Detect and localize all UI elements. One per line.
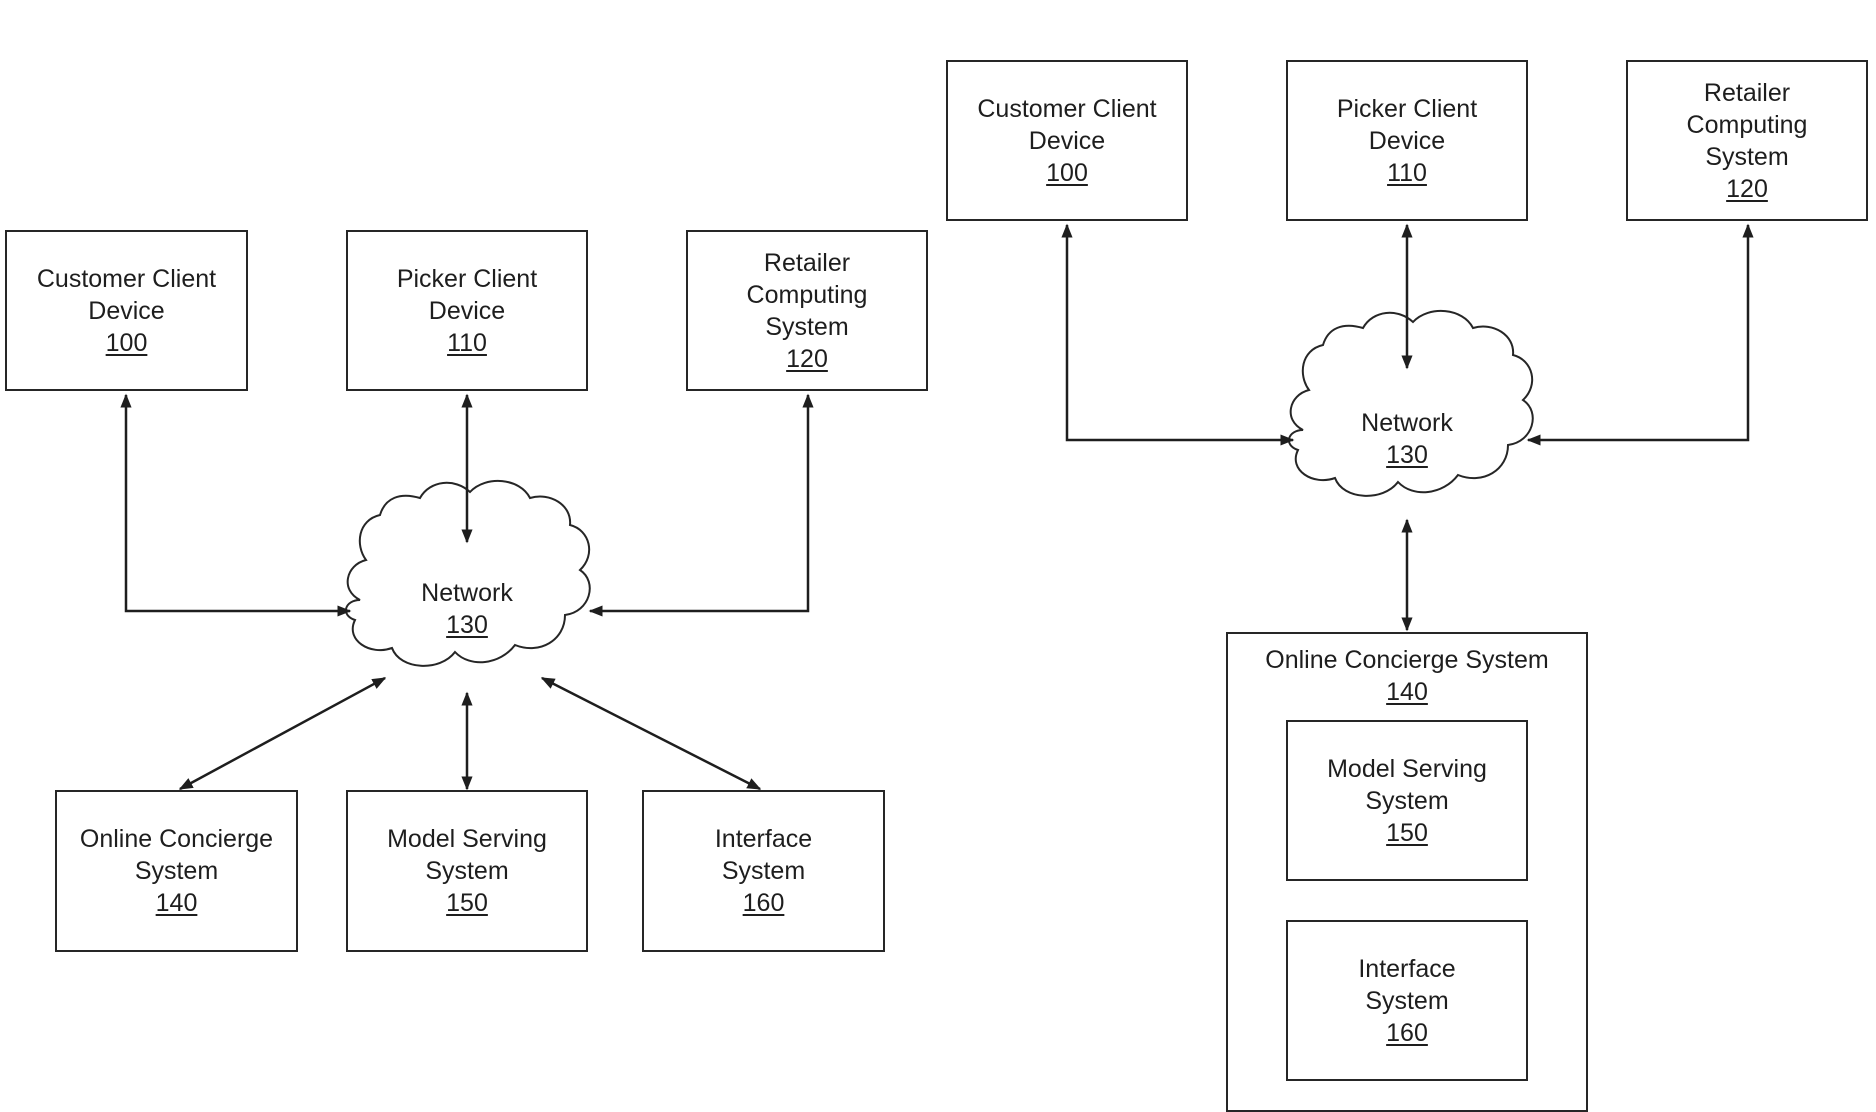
left-online-concierge-system-box: Online Concierge System 140 — [55, 790, 298, 952]
reference-number: 150 — [446, 887, 488, 919]
reference-number: 140 — [156, 887, 198, 919]
left-interface-system-box: Interface System 160 — [642, 790, 885, 952]
reference-number: 130 — [1307, 439, 1507, 471]
box-label-line: Online Concierge — [80, 823, 273, 855]
reference-number: 160 — [1386, 1017, 1428, 1049]
box-label-line: Interface — [715, 823, 812, 855]
box-label-line: System — [1365, 785, 1448, 817]
network-label-text: Network — [367, 577, 567, 609]
reference-number: 100 — [106, 327, 148, 359]
left-customer-client-device-box: Customer Client Device 100 — [5, 230, 248, 391]
box-label-line: Computing — [747, 279, 868, 311]
reference-number: 150 — [1386, 817, 1428, 849]
right-customer-client-device-box: Customer Client Device 100 — [946, 60, 1188, 221]
box-label-line: Computing — [1687, 109, 1808, 141]
left-link-retailer-network — [590, 395, 808, 611]
box-label-line: Picker Client — [397, 263, 537, 295]
box-label-line: System — [1705, 141, 1788, 173]
box-label-line: System — [722, 855, 805, 887]
right-interface-system-box: Interface System 160 — [1286, 920, 1528, 1081]
reference-number: 120 — [786, 343, 828, 375]
box-label-line: Device — [1369, 125, 1445, 157]
reference-number: 100 — [1046, 157, 1088, 189]
box-label-line: System — [425, 855, 508, 887]
right-link-retailer-network — [1528, 225, 1748, 440]
box-label-line: System — [765, 311, 848, 343]
box-label-line: Device — [88, 295, 164, 327]
left-link-network-interface — [542, 678, 760, 789]
reference-number: 110 — [1387, 157, 1427, 189]
box-label-line: Device — [1029, 125, 1105, 157]
reference-number: 140 — [1386, 676, 1428, 708]
left-retailer-computing-system-box: Retailer Computing System 120 — [686, 230, 928, 391]
box-label-line: Interface — [1358, 953, 1455, 985]
box-label-line: Customer Client — [37, 263, 216, 295]
box-label-line: Model Serving — [1327, 753, 1487, 785]
box-label-line: System — [135, 855, 218, 887]
right-picker-client-device-box: Picker Client Device 110 — [1286, 60, 1528, 221]
box-label-line: Device — [429, 295, 505, 327]
left-picker-client-device-box: Picker Client Device 110 — [346, 230, 588, 391]
left-link-customer-network — [126, 395, 350, 611]
box-label-line: Retailer — [1704, 77, 1790, 109]
left-model-serving-system-box: Model Serving System 150 — [346, 790, 588, 952]
box-label-line: Customer Client — [977, 93, 1156, 125]
right-link-customer-network — [1067, 225, 1293, 440]
box-label-line: Model Serving — [387, 823, 547, 855]
left-link-network-concierge — [180, 678, 385, 789]
box-label-line: Retailer — [764, 247, 850, 279]
network-label-text: Network — [1307, 407, 1507, 439]
right-retailer-computing-system-box: Retailer Computing System 120 — [1626, 60, 1868, 221]
box-label-line: Picker Client — [1337, 93, 1477, 125]
reference-number: 120 — [1726, 173, 1768, 205]
right-model-serving-system-box: Model Serving System 150 — [1286, 720, 1528, 881]
box-label-line: Online Concierge System — [1265, 644, 1548, 676]
box-label-line: System — [1365, 985, 1448, 1017]
right-network-label: Network 130 — [1307, 407, 1507, 471]
left-network-label: Network 130 — [367, 577, 567, 641]
reference-number: 130 — [367, 609, 567, 641]
reference-number: 110 — [447, 327, 487, 359]
reference-number: 160 — [743, 887, 785, 919]
